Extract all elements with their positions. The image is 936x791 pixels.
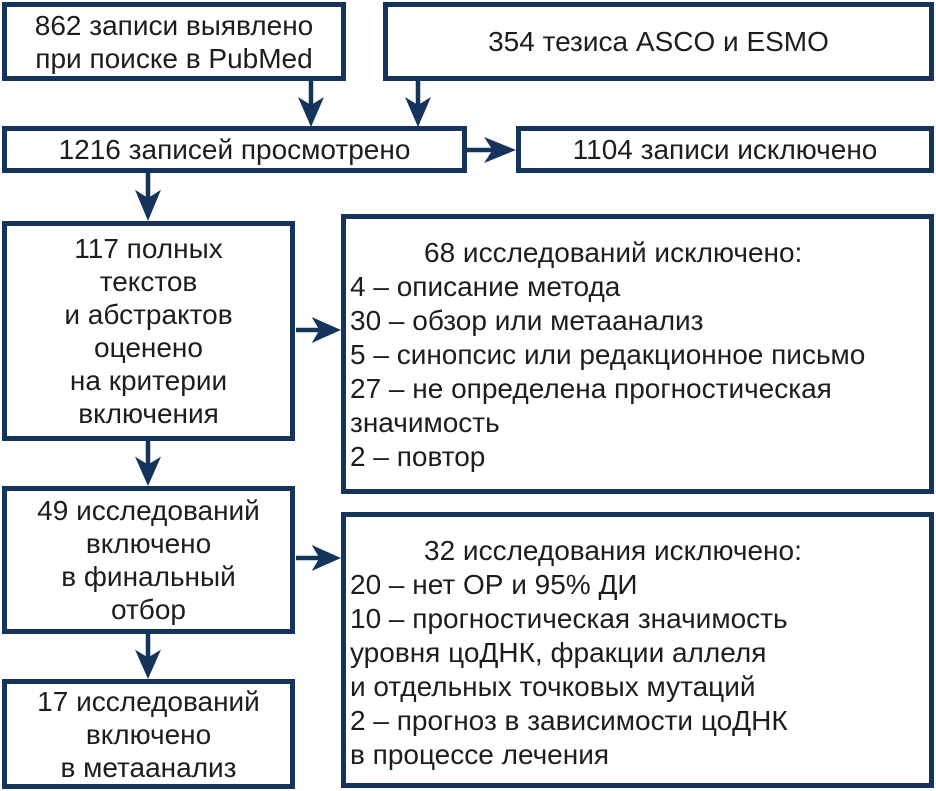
node-text-line: 32 исследования исключено: xyxy=(424,535,802,566)
node-fulltext: 117 полных текстов и абстрактов оценено … xyxy=(2,221,295,441)
node-text-line: 2 – повтор xyxy=(350,441,486,472)
node-excluded-final: 32 исследования исключено: 20 – нет ОР и… xyxy=(341,512,934,788)
node-text-line: 354 тезиса ASCO и ESMO xyxy=(488,26,829,57)
node-text-line: 10 – прогностическая значимость xyxy=(350,603,788,634)
node-text-line: оценено xyxy=(94,332,203,363)
node-text-line: 30 – обзор или метаанализ xyxy=(350,305,704,336)
node-text-line: 20 – нет ОР и 95% ДИ xyxy=(350,569,638,600)
arrow-fulltext-to-excluded xyxy=(296,317,341,343)
arrow-identified-to-screened xyxy=(298,81,324,127)
node-text-line: значимость xyxy=(350,407,500,438)
arrow-screened-to-excluded xyxy=(467,137,516,163)
node-text-line: и абстрактов xyxy=(64,299,233,330)
node-screened: 1216 записей просмотрено xyxy=(2,126,467,173)
node-text-line: 1216 записей просмотрено xyxy=(58,134,411,165)
arrow-screened-to-fulltext xyxy=(135,173,161,221)
node-text-line: 4 – описание метода xyxy=(350,271,621,302)
node-text-line: 68 исследований исключено: xyxy=(424,237,803,268)
node-text-line: включения xyxy=(78,398,219,429)
node-text-line: 27 – не определена прогностическая xyxy=(350,373,832,404)
node-text-line: 1104 записи исключено xyxy=(572,134,878,165)
node-text-line: уровня цоДНК, фракции аллеля xyxy=(350,637,767,668)
node-text-line: включено xyxy=(85,528,212,559)
node-text-line: включено xyxy=(85,718,212,750)
node-abstracts: 354 тезиса ASCO и ESMO xyxy=(383,2,934,81)
node-text-line: 2 – прогноз в зависимости цоДНК xyxy=(350,705,788,736)
arrow-fulltext-to-final xyxy=(135,441,161,486)
node-text-line: и отдельных точковых мутаций xyxy=(350,671,756,702)
node-text-line: в финальный xyxy=(61,561,236,592)
node-text-line: отбор xyxy=(111,594,186,625)
node-text-line: 17 исследований xyxy=(37,685,260,717)
node-meta-analysis: 17 исследований включено в метаанализ xyxy=(2,679,295,789)
node-identified: 862 записи выявлено при поиске в PubMed xyxy=(2,2,346,81)
node-text-line: в процессе лечения xyxy=(350,739,610,770)
arrow-final-to-meta xyxy=(135,634,161,679)
node-excluded-fulltext: 68 исследований исключено: 4 – описание … xyxy=(341,214,934,494)
node-text-line: при поиске в PubMed xyxy=(35,42,313,74)
arrow-abstracts-to-screened xyxy=(405,81,431,127)
node-text-line: в метаанализ xyxy=(60,751,237,783)
node-text-line: 49 исследований xyxy=(37,495,260,526)
node-text-line: 5 – синопсис или редакционное письмо xyxy=(350,339,866,370)
node-text-line: 862 записи выявлено xyxy=(34,9,314,41)
node-excluded-screening: 1104 записи исключено xyxy=(516,126,934,173)
node-text-line: на критерии xyxy=(69,365,228,396)
arrow-final-to-excluded xyxy=(296,545,341,571)
node-text-line: текстов xyxy=(99,266,198,297)
node-final-selection: 49 исследований включено в финальный отб… xyxy=(2,486,295,634)
node-text-line: 117 полных xyxy=(74,233,223,264)
